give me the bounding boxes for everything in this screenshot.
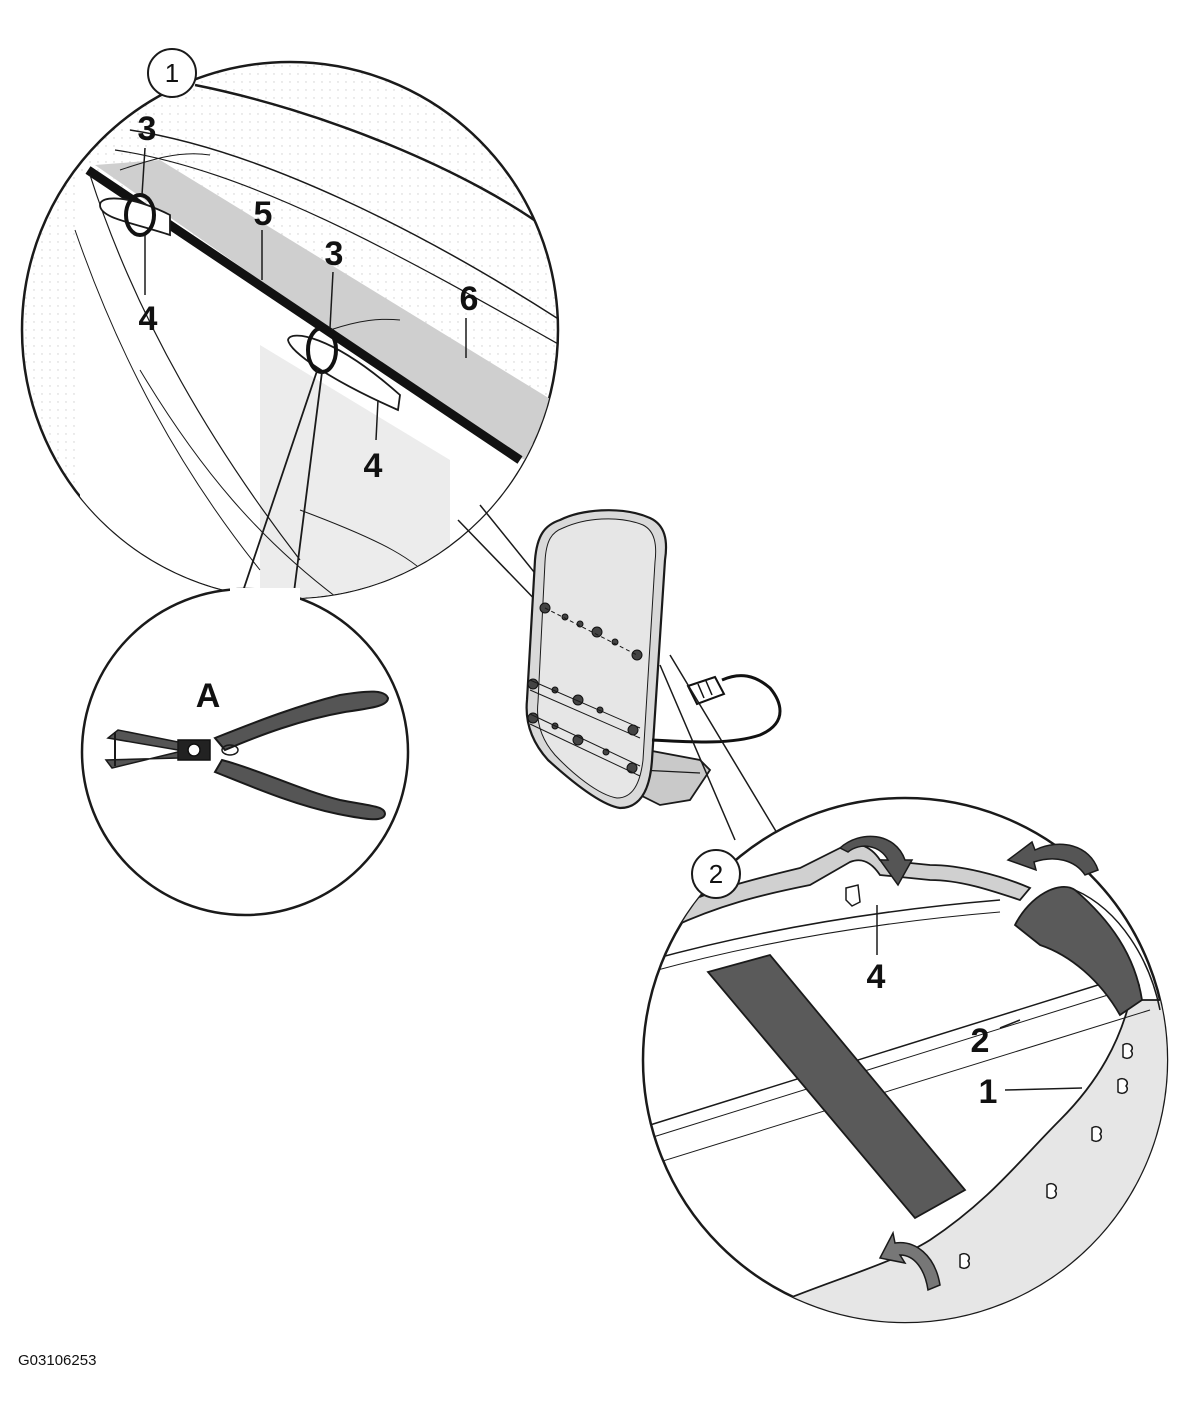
callout-4-detail2: 4 [867,958,886,996]
callout-A: A [196,677,221,715]
pliers-tool-icon [104,690,390,821]
hog-ring-clip-icon [959,1042,1134,1270]
detail-view-2: 2 4 2 1 [641,796,1169,1324]
electrical-connector-icon [686,675,726,706]
callout-5: 5 [254,195,273,233]
rotation-arrow-icon [838,835,1099,1292]
detail-view-1: 1 3 4 5 3 6 4 [20,48,560,600]
callout-3-center: 3 [325,235,344,273]
detail-1-label: 1 [165,58,179,88]
figure-id: G03106253 [18,1352,97,1369]
callout-1: 1 [979,1073,998,1111]
callout-3-left: 3 [138,110,157,148]
detail-view-pliers: A [80,587,410,917]
callout-6: 6 [460,280,479,318]
callout-4-center: 4 [364,447,383,485]
detail-2-label: 2 [709,859,723,889]
callout-4-left: 4 [139,300,158,338]
seat-backrest-illustration [525,509,782,810]
callout-2: 2 [971,1022,990,1060]
